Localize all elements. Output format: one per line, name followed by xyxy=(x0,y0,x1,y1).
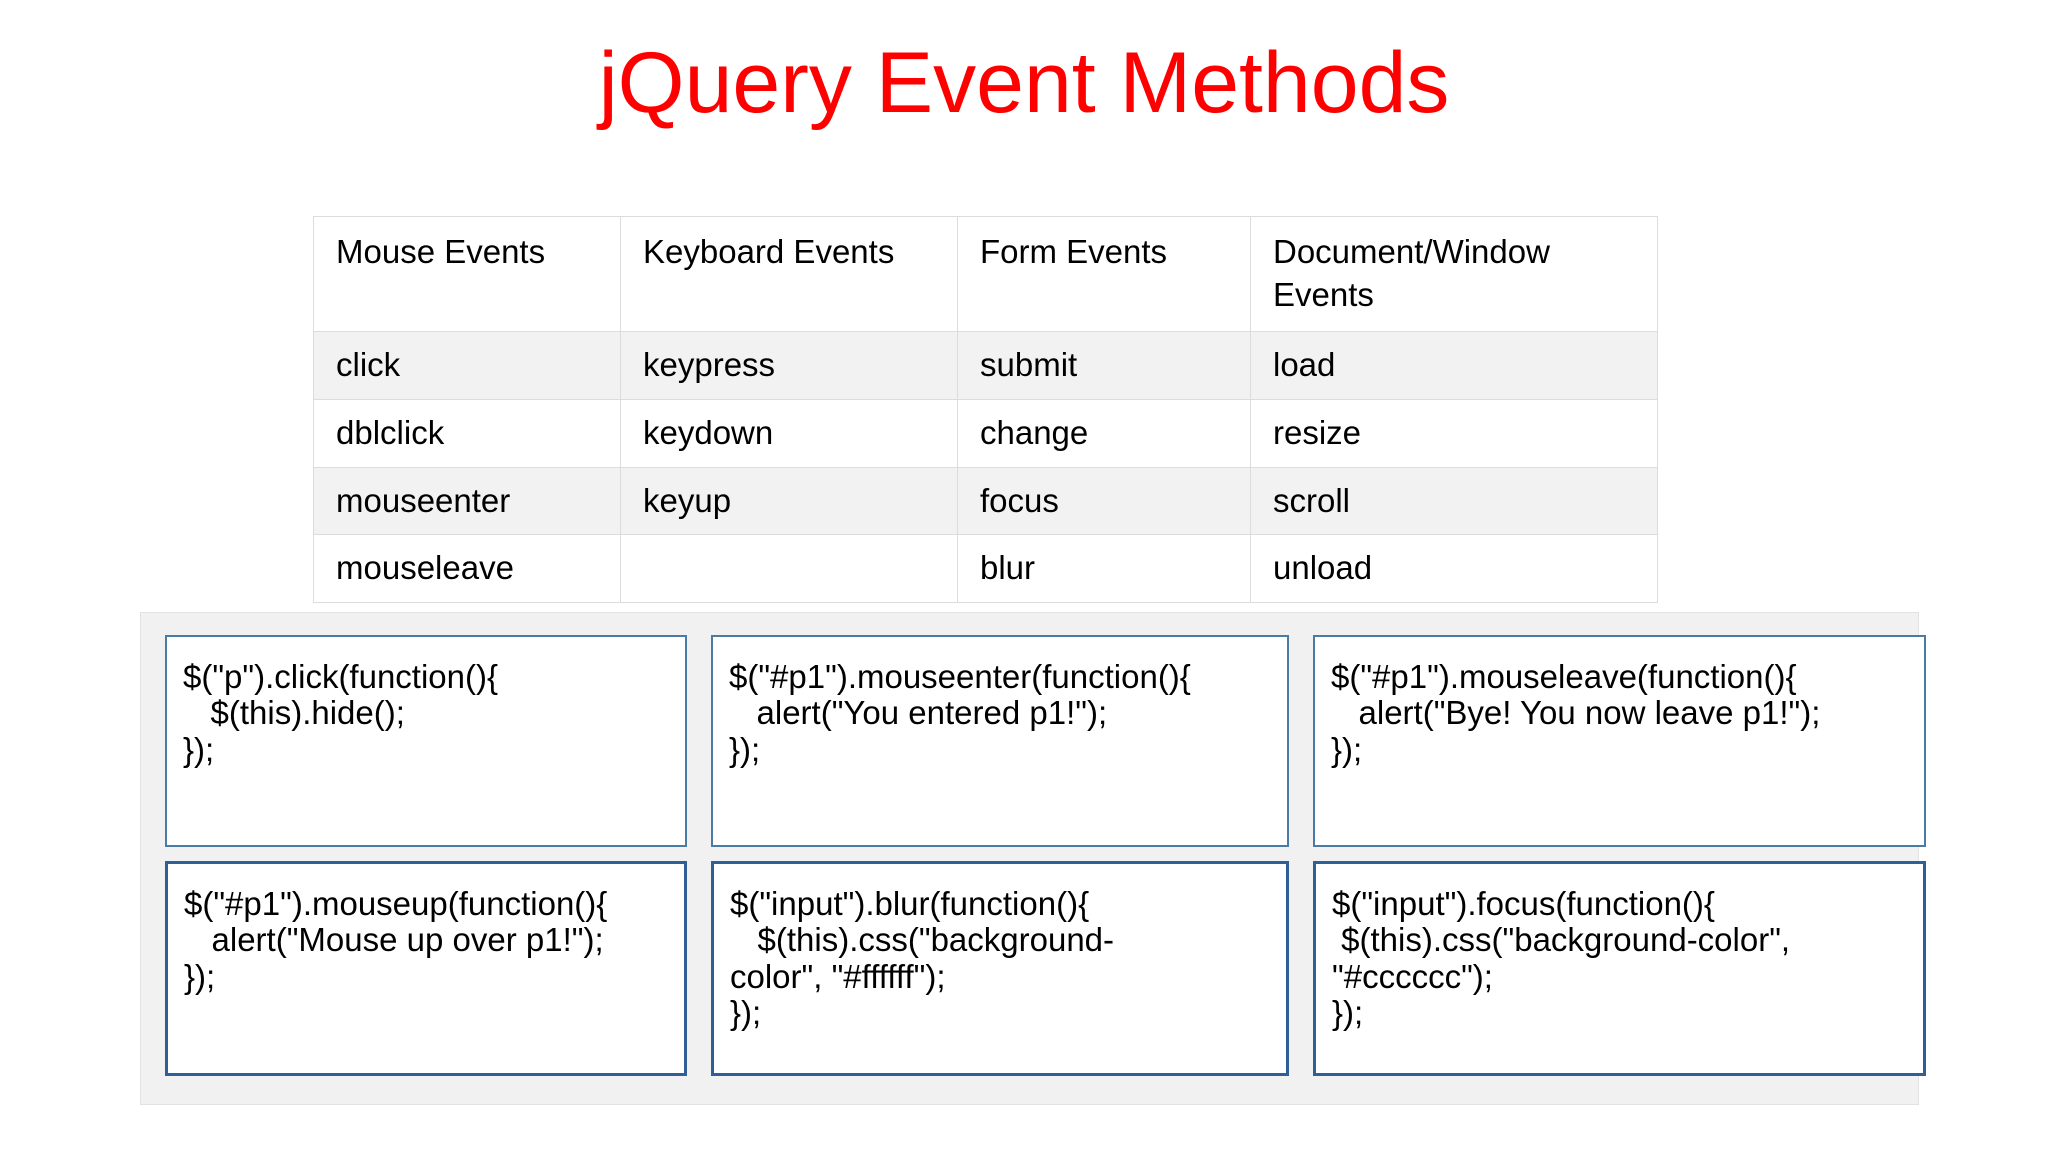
table-row: dblclick keydown change resize xyxy=(313,398,1658,468)
code-box-mouseup-example: $("#p1").mouseup(function(){ alert("Mous… xyxy=(165,861,687,1076)
table-cell: submit xyxy=(957,330,1251,400)
column-header-form-events: Form Events xyxy=(957,216,1251,332)
table-cell: dblclick xyxy=(313,398,621,468)
column-header-keyboard-events: Keyboard Events xyxy=(620,216,958,332)
table-row: mouseenter keyup focus scroll xyxy=(313,466,1658,536)
table-cell: unload xyxy=(1250,534,1658,604)
code-examples-grid: $("p").click(function(){ $(this).hide();… xyxy=(141,613,1926,1104)
table-cell: keyup xyxy=(620,466,958,536)
code-box-focus-example: $("input").focus(function(){ $(this).css… xyxy=(1313,861,1926,1076)
table-cell xyxy=(620,534,958,604)
code-box-mouseleave-example: $("#p1").mouseleave(function(){ alert("B… xyxy=(1313,635,1926,847)
table-cell: resize xyxy=(1250,398,1658,468)
code-box-mouseenter-example: $("#p1").mouseenter(function(){ alert("Y… xyxy=(711,635,1289,847)
column-header-mouse-events: Mouse Events xyxy=(313,216,621,332)
table-cell: click xyxy=(313,330,621,400)
table-cell: mouseleave xyxy=(313,534,621,604)
event-methods-table: Mouse Events Keyboard Events Form Events… xyxy=(313,216,1658,604)
code-examples-panel: $("p").click(function(){ $(this).hide();… xyxy=(140,612,1926,1105)
table-row: click keypress submit load xyxy=(313,330,1658,400)
table-cell: scroll xyxy=(1250,466,1658,536)
page-title: jQuery Event Methods xyxy=(598,35,1450,131)
table-cell: blur xyxy=(957,534,1251,604)
table-cell: focus xyxy=(957,466,1251,536)
table-cell: load xyxy=(1250,330,1658,400)
table-header-row: Mouse Events Keyboard Events Form Events… xyxy=(313,216,1658,332)
column-header-document-window-events: Document/Window Events xyxy=(1250,216,1658,332)
table-cell: change xyxy=(957,398,1251,468)
table-cell: mouseenter xyxy=(313,466,621,536)
table-cell: keydown xyxy=(620,398,958,468)
code-box-click-example: $("p").click(function(){ $(this).hide();… xyxy=(165,635,687,847)
table-row: mouseleave blur unload xyxy=(313,534,1658,604)
table-cell: keypress xyxy=(620,330,958,400)
code-box-blur-example: $("input").blur(function(){ $(this).css(… xyxy=(711,861,1289,1076)
